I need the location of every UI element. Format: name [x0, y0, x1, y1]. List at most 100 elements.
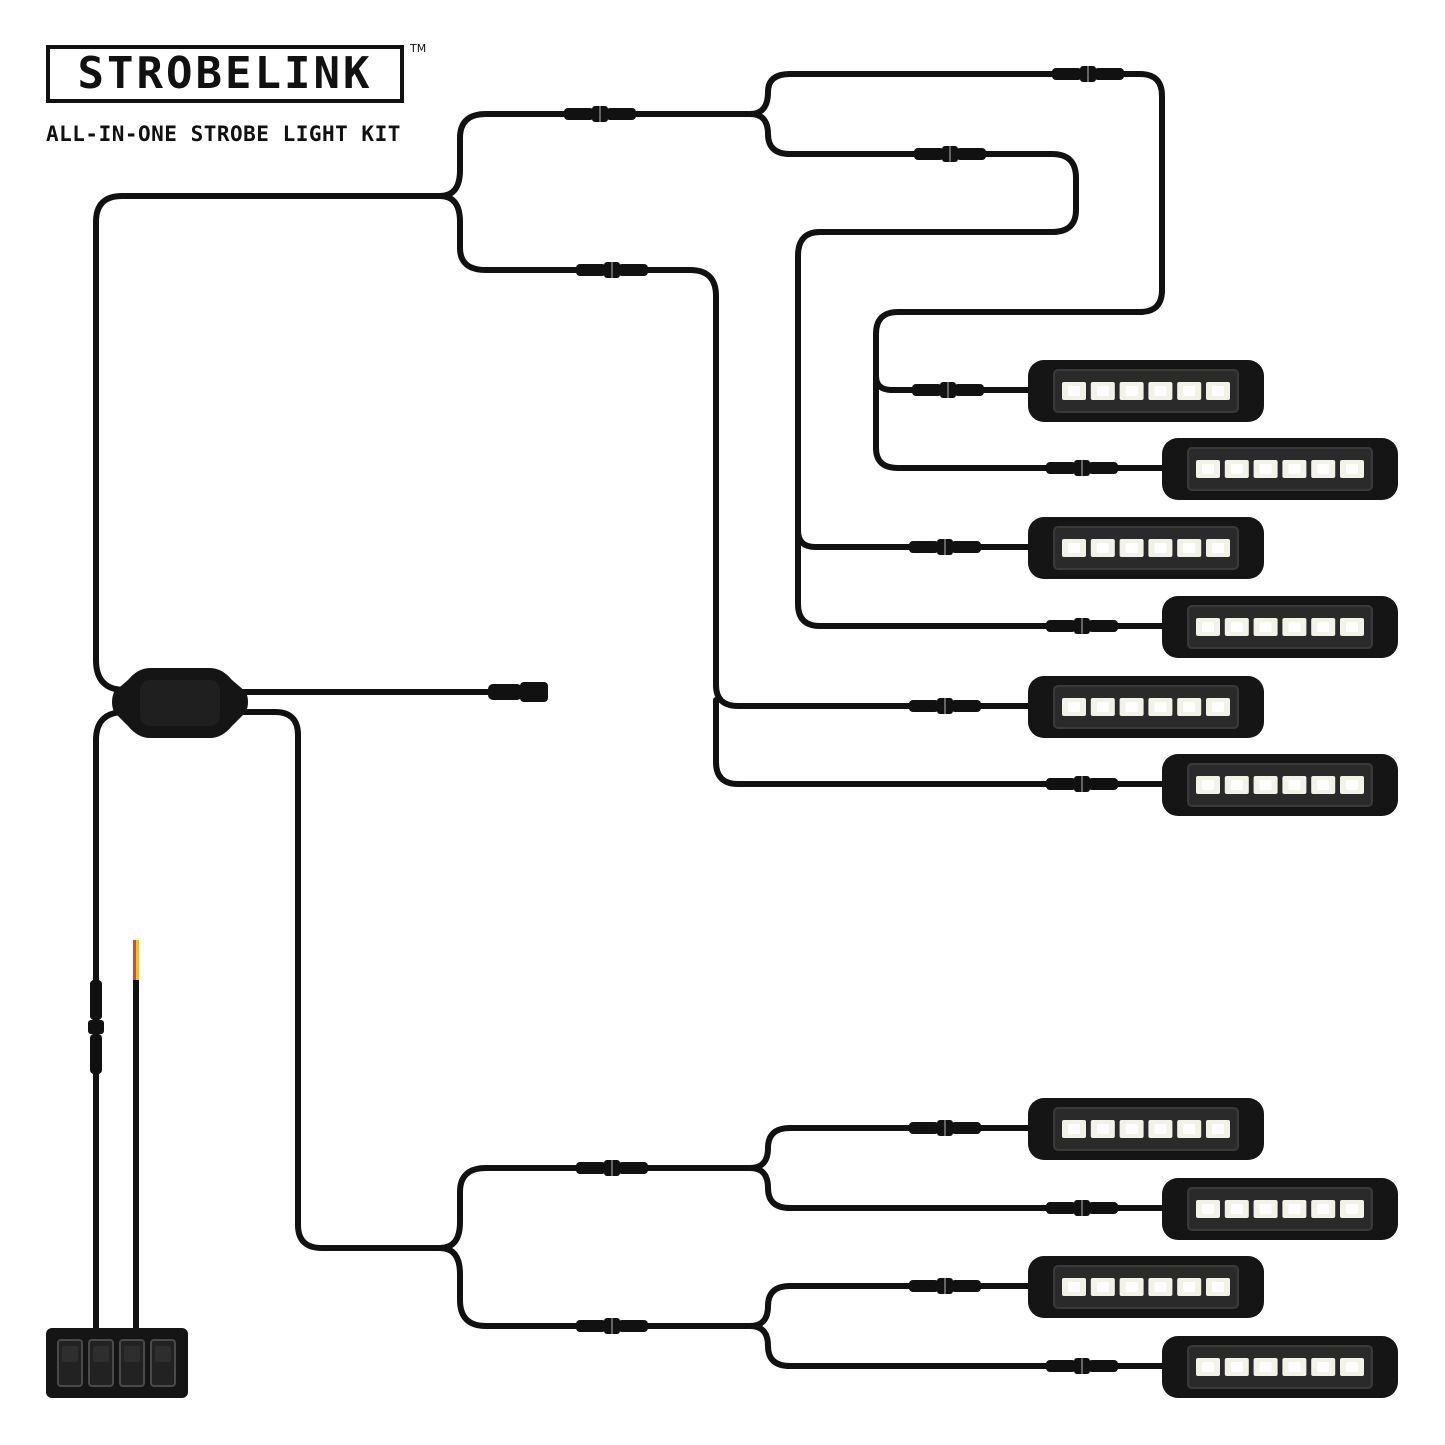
wire-segment-13 [437, 1165, 753, 1251]
led-6 [1206, 382, 1230, 400]
connector-6 [1046, 459, 1118, 477]
led-2 [1224, 1200, 1249, 1218]
wire-segment-8 [795, 527, 1033, 550]
led-6 [1340, 1358, 1364, 1376]
wire-segment-15 [747, 1125, 1033, 1171]
led-4 [1148, 698, 1173, 716]
led-4 [1282, 1200, 1307, 1218]
wire-segment-12 [232, 709, 443, 1251]
connector-13 [1046, 1199, 1118, 1217]
connector-8 [1046, 617, 1118, 635]
led-1 [1062, 1278, 1086, 1296]
strobe-light-5 [1028, 676, 1264, 738]
led-1 [1196, 618, 1220, 636]
led-3 [1119, 698, 1144, 716]
led-1 [1062, 382, 1086, 400]
led-3 [1253, 776, 1278, 794]
led-6 [1340, 460, 1364, 478]
led-2 [1090, 1120, 1115, 1138]
led-5 [1177, 1278, 1202, 1296]
led-2 [1090, 1278, 1115, 1296]
led-6 [1340, 618, 1364, 636]
connectors [88, 65, 1124, 1375]
tagline: ALL-IN-ONE STROBE LIGHT KIT [46, 122, 401, 146]
led-5 [1311, 618, 1336, 636]
connector-12 [909, 1119, 981, 1137]
rocker-switch-2[interactable] [88, 1339, 114, 1387]
connector-15 [909, 1277, 981, 1295]
rocker-switch-1[interactable] [57, 1339, 83, 1387]
led-5 [1311, 1358, 1336, 1376]
led-3 [1119, 1120, 1144, 1138]
wire-segment-6 [873, 373, 1033, 393]
connector-3 [914, 145, 986, 163]
led-6 [1206, 1120, 1230, 1138]
wire-segment-4 [437, 193, 693, 273]
connector-14 [576, 1317, 648, 1335]
led-2 [1224, 618, 1249, 636]
trademark-mark: TM [410, 42, 427, 55]
strobe-light-10 [1162, 1336, 1398, 1398]
led-5 [1311, 776, 1336, 794]
led-4 [1282, 776, 1307, 794]
led-5 [1311, 1200, 1336, 1218]
wire-segment-7 [747, 111, 1175, 629]
led-2 [1224, 776, 1249, 794]
strobe-light-9 [1028, 1256, 1264, 1318]
connector-9 [909, 697, 981, 715]
led-1 [1062, 1120, 1086, 1138]
wire-segment-1 [93, 193, 443, 693]
led-3 [1253, 618, 1278, 636]
strobe-light-7 [1028, 1098, 1264, 1160]
strobe-light-4 [1162, 596, 1398, 658]
led-5 [1177, 382, 1202, 400]
led-1 [1196, 1200, 1220, 1218]
control-hub [112, 668, 248, 738]
led-5 [1177, 698, 1202, 716]
connector-7 [909, 538, 981, 556]
led-1 [1196, 1358, 1220, 1376]
connector-10 [1046, 775, 1118, 793]
led-4 [1148, 1120, 1173, 1138]
strobe-light-2 [1162, 438, 1398, 500]
wire-tip-red [133, 940, 136, 980]
led-2 [1224, 1358, 1249, 1376]
switch-panel [46, 1328, 188, 1398]
led-4 [1282, 1358, 1307, 1376]
led-4 [1148, 382, 1173, 400]
wire-segment-5 [747, 71, 1175, 471]
connector-4 [576, 261, 648, 279]
led-3 [1253, 1358, 1278, 1376]
led-1 [1196, 776, 1220, 794]
connector-5 [912, 381, 984, 399]
rocker-switch-4[interactable] [150, 1339, 176, 1387]
led-6 [1206, 698, 1230, 716]
strobe-lights [1028, 360, 1398, 1398]
led-5 [1311, 460, 1336, 478]
led-2 [1090, 382, 1115, 400]
led-6 [1340, 776, 1364, 794]
led-3 [1119, 1278, 1144, 1296]
led-6 [1340, 1200, 1364, 1218]
connector-vertical [88, 980, 104, 1074]
strobe-light-6 [1162, 754, 1398, 816]
led-1 [1196, 460, 1220, 478]
wire-segment-16 [747, 1165, 1175, 1211]
led-4 [1282, 460, 1307, 478]
led-2 [1090, 698, 1115, 716]
wire-segment-10 [713, 697, 1175, 787]
led-6 [1206, 1278, 1230, 1296]
led-3 [1253, 1200, 1278, 1218]
rocker-switch-3[interactable] [119, 1339, 145, 1387]
led-4 [1148, 539, 1173, 557]
wire-segment-17 [747, 1283, 1033, 1329]
logo-box: STROBELINK [46, 45, 404, 103]
led-4 [1282, 618, 1307, 636]
switch-panel-body [46, 1328, 188, 1398]
connector-2 [1052, 65, 1124, 83]
strobe-light-3 [1028, 517, 1264, 579]
led-3 [1253, 460, 1278, 478]
open-connector [488, 682, 552, 702]
led-5 [1177, 539, 1202, 557]
led-1 [1062, 698, 1086, 716]
